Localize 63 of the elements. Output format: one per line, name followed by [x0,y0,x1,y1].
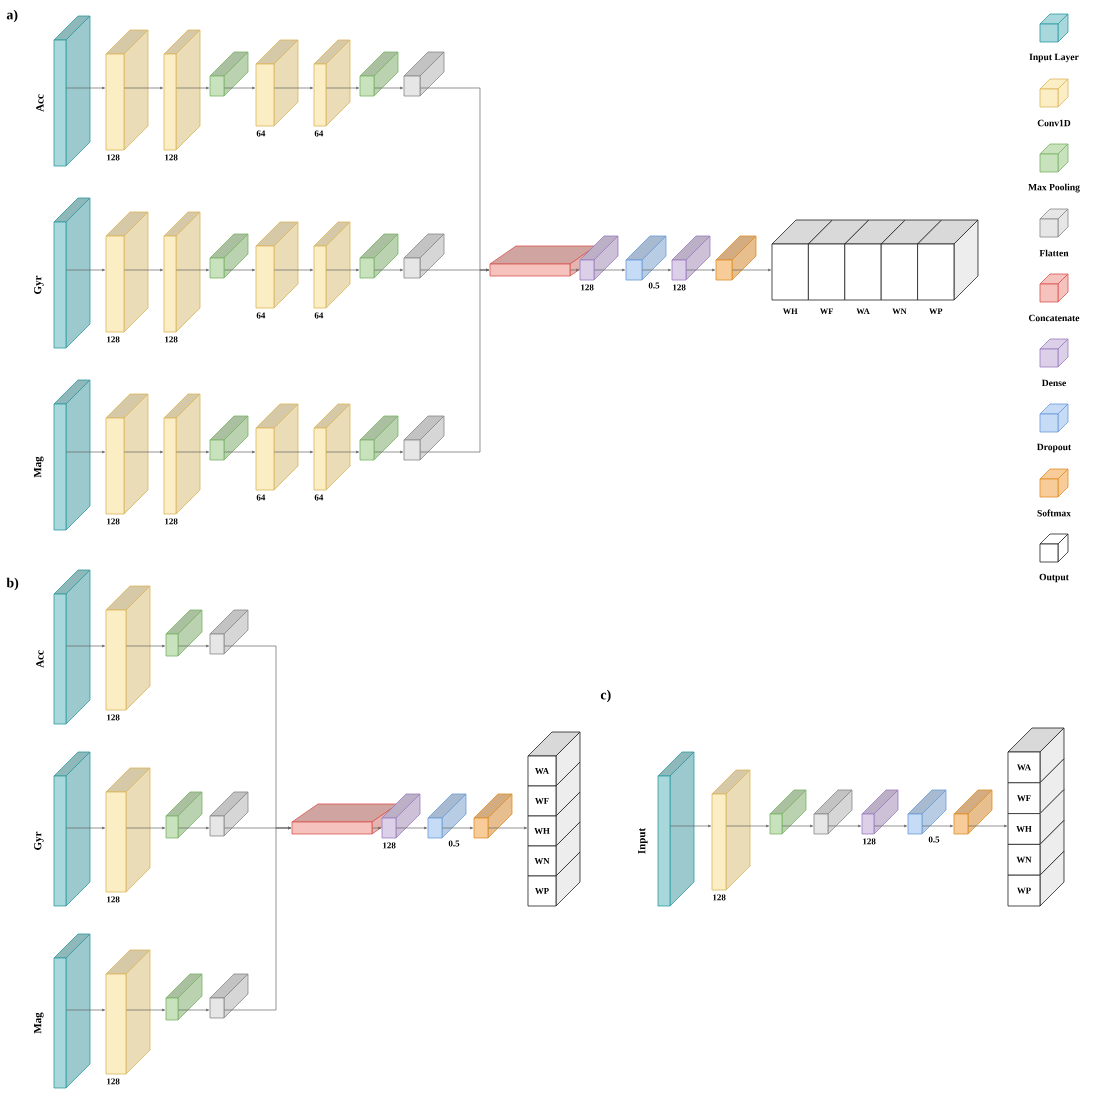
arrow [326,86,360,90]
arrow [224,86,256,90]
arrow [178,826,210,830]
layer-block [403,51,445,97]
layer-block [209,791,249,837]
layer-block [953,789,993,835]
arrow [442,826,474,830]
layer-block [359,233,399,279]
arrow [782,824,813,828]
layer-block [489,245,597,277]
arrow [726,824,769,828]
arrow [126,644,165,648]
arrow [396,826,428,830]
arrow [178,644,210,648]
layer-block [403,233,445,279]
arrow [124,86,163,90]
arrow [374,450,404,454]
layer-block [209,233,249,279]
arrow [570,268,579,272]
arrow [488,826,527,830]
layer-block [403,415,445,461]
layer-block [209,973,249,1019]
layer-block [165,609,203,657]
arrow [828,824,861,828]
arrow [326,268,360,272]
arrow [224,450,256,454]
layer-block [209,415,249,461]
layer-block [813,789,853,835]
arrow [224,268,256,272]
arrow [124,268,163,272]
layer-block [473,793,513,839]
layer-block [165,973,203,1021]
arrow [274,268,314,272]
arrow [126,826,165,830]
arrow [642,268,671,272]
layer-block [291,803,399,835]
layer-block [715,235,757,281]
arrow [224,826,292,1011]
arrow [274,86,314,90]
arrow [326,450,360,454]
layer-block [209,609,249,655]
arrow [874,824,907,828]
arrow [176,86,210,90]
arrow [374,86,404,90]
arrow [686,268,715,272]
arrow [372,826,382,830]
arrow [126,1008,165,1012]
layer-block [769,789,807,835]
arrow [732,268,771,272]
arrow [968,824,1007,828]
arrow [178,1008,210,1012]
arrow [374,268,404,272]
arrow [594,268,625,272]
arrow [420,268,490,453]
layer-block [209,51,249,97]
arrow [176,268,210,272]
arrow [124,450,163,454]
layer-block [165,791,203,839]
arrow [922,824,953,828]
arrow [274,450,314,454]
layer-block [359,51,399,97]
layer-block [359,415,399,461]
arrow [176,450,210,454]
